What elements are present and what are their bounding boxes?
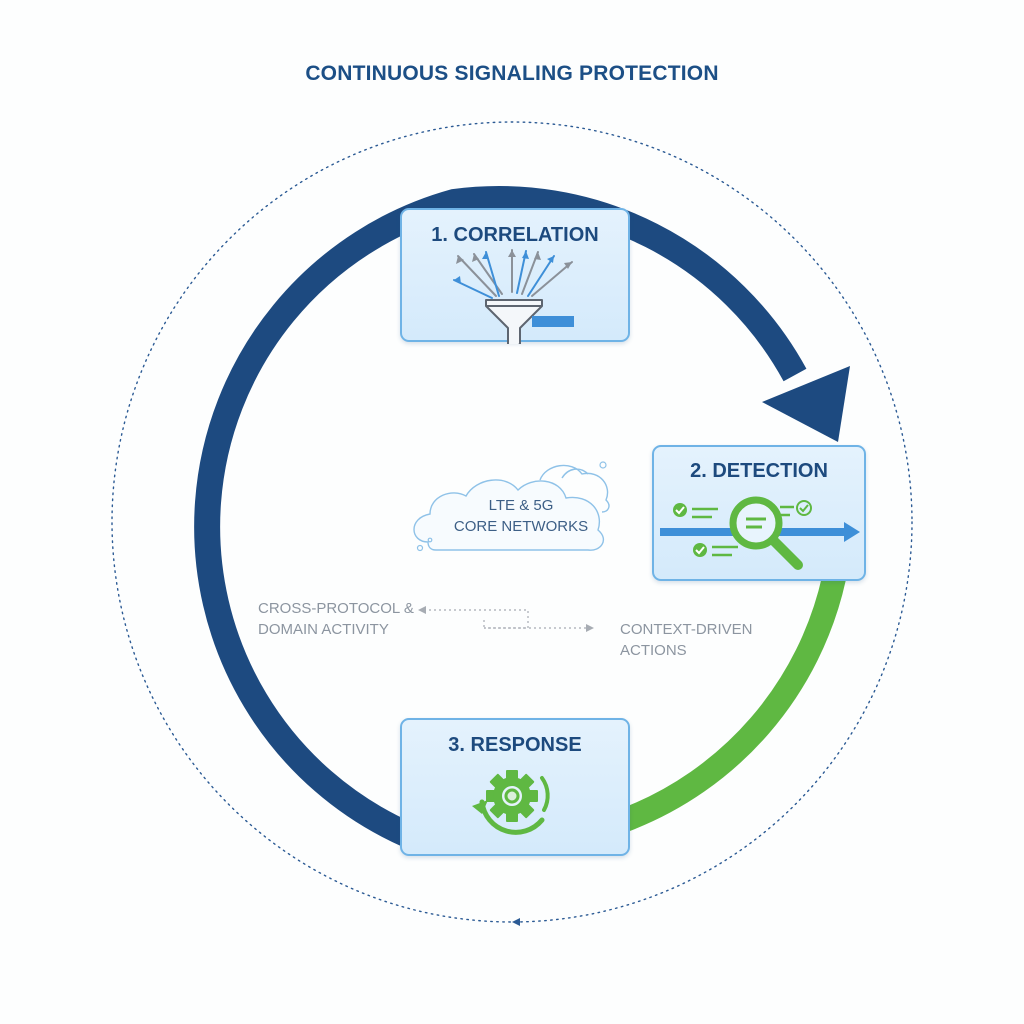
gear-cycle-icon	[472, 770, 550, 835]
cloud-icon	[413, 464, 610, 551]
left-annotation-line1: CROSS-PROTOCOL &	[258, 600, 414, 617]
right-annotation-line2: ACTIONS	[620, 642, 687, 659]
left-connector-arrowhead	[418, 606, 426, 614]
cloud-dots-icon	[416, 461, 607, 552]
step-response-box: 3. RESPONSE	[400, 718, 630, 856]
cycle-arc-green	[620, 575, 846, 832]
outer-dotted-ring	[111, 121, 913, 923]
cloud-label: LTE & 5G CORE NETWORKS	[436, 495, 606, 537]
funnel-icon	[453, 249, 574, 344]
cloud-label-line1: LTE & 5G	[488, 497, 554, 514]
step-detection-box: 2. DETECTION	[652, 445, 866, 581]
left-annotation-line2: DOMAIN ACTIVITY	[258, 621, 389, 638]
cycle-arrowhead	[762, 366, 850, 442]
step-correlation-title: 1. CORRELATION	[431, 224, 599, 246]
right-annotation-line1: CONTEXT-DRIVEN	[620, 621, 753, 638]
step-correlation-box: 1. CORRELATION	[400, 208, 630, 344]
right-connector-arrowhead	[586, 624, 594, 632]
cycle-arc-navy	[194, 185, 807, 847]
diagram-title: CONTINUOUS SIGNALING PROTECTION	[305, 62, 719, 85]
right-annotation: CONTEXT-DRIVEN ACTIONS	[620, 619, 753, 661]
outer-ring-arrowhead	[512, 918, 520, 926]
magnifier-icon	[660, 496, 860, 570]
connector-lines	[424, 609, 586, 630]
left-annotation: CROSS-PROTOCOL & DOMAIN ACTIVITY	[258, 598, 414, 640]
step-response-title: 3. RESPONSE	[448, 734, 582, 756]
cloud-label-line2: CORE NETWORKS	[453, 518, 589, 535]
step-detection-title: 2. DETECTION	[690, 460, 828, 482]
